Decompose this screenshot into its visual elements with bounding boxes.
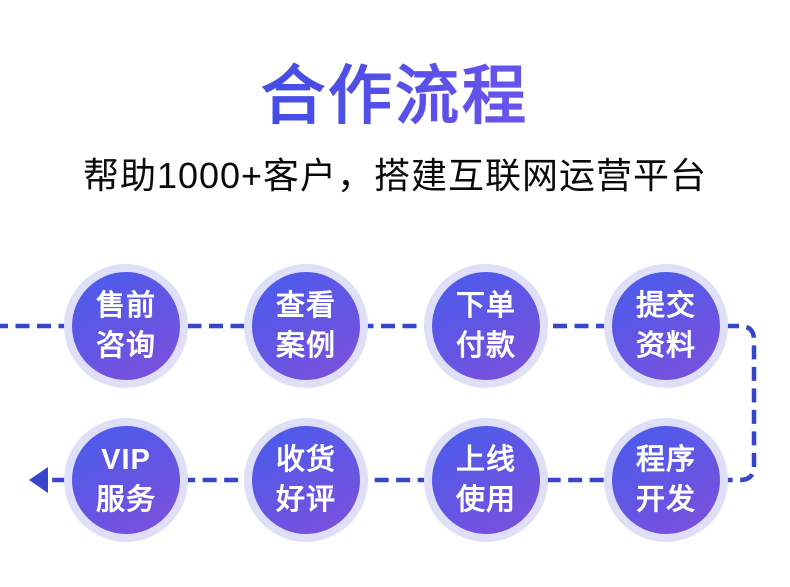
flow-step-launch-use: 上线 使用 [424, 418, 548, 542]
page-subtitle: 帮助1000+客户，搭建互联网运营平台 [82, 155, 708, 196]
step-label-line2: 好评 [275, 484, 336, 516]
step-label-line2: 资料 [635, 330, 696, 362]
flow-step-receive-review: 收货 好评 [244, 418, 368, 542]
flow-step-vip-service: VIP 服务 [64, 418, 188, 542]
step-label-line1: 上线 [455, 444, 516, 476]
arrow-left-icon [29, 467, 48, 493]
step-label-line1: VIP [101, 444, 151, 476]
step-label-line1: 提交 [635, 290, 696, 322]
flow-step-view-cases: 查看 案例 [244, 264, 368, 388]
step-label-line2: 付款 [455, 330, 516, 362]
step-label-line2: 案例 [275, 330, 336, 362]
step-label-line2: 服务 [95, 484, 156, 516]
step-label-line1: 收货 [275, 444, 336, 476]
flow-step-presale-consult: 售前 咨询 [64, 264, 188, 388]
flow-step-order-payment: 下单 付款 [424, 264, 548, 388]
step-label-line1: 下单 [455, 290, 516, 322]
flow-connector-line [0, 323, 757, 483]
step-label-line1: 程序 [635, 444, 696, 476]
step-label-line2: 开发 [635, 484, 696, 516]
flow-step-program-dev: 程序 开发 [604, 418, 728, 542]
step-label-line2: 咨询 [95, 330, 156, 362]
step-label-line1: 售前 [95, 290, 156, 322]
step-label-line2: 使用 [455, 484, 516, 516]
step-label-line1: 查看 [275, 290, 336, 322]
page-title: 合作流程 [0, 56, 790, 136]
flow-step-submit-materials: 提交 资料 [604, 264, 728, 388]
